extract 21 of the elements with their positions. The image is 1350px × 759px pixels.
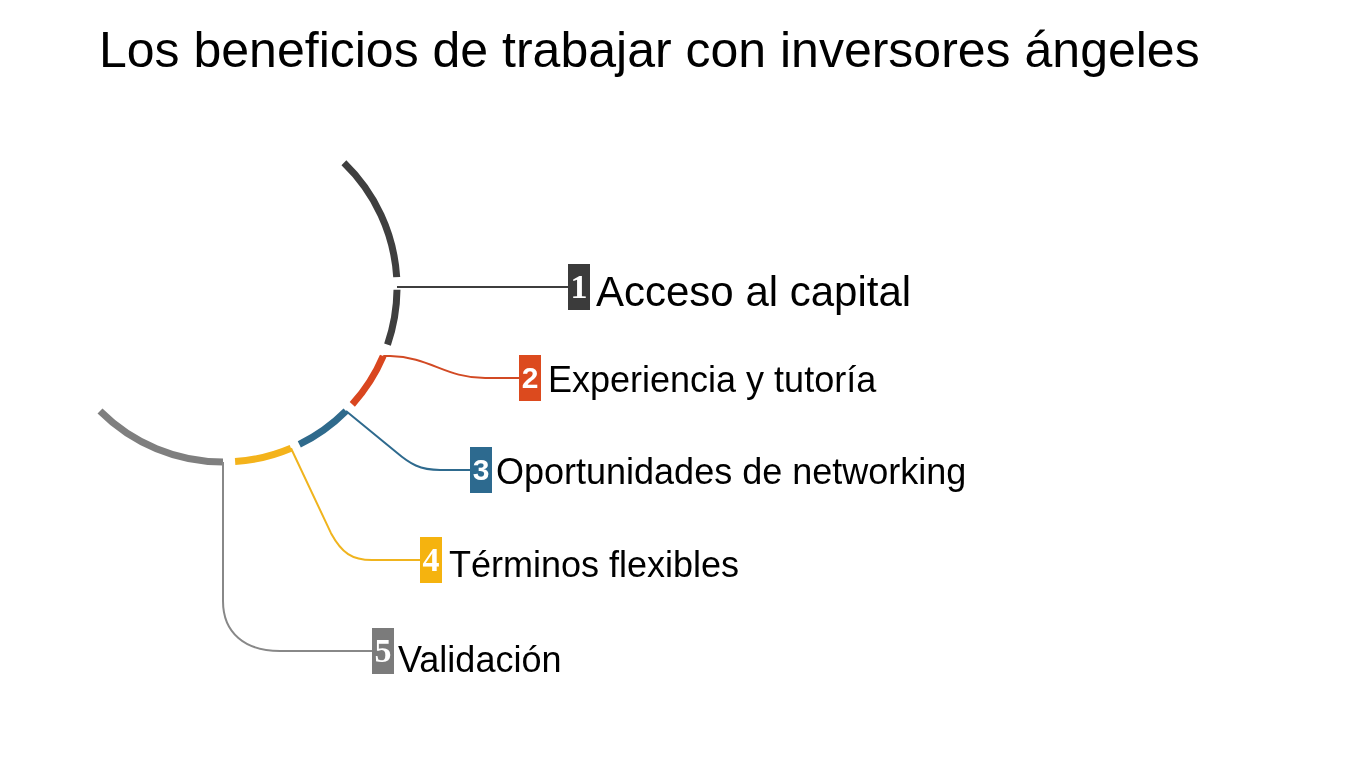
leader-line [396, 286, 569, 289]
item-label: Experiencia y tutoría [548, 362, 877, 398]
arc-segment [340, 159, 401, 349]
item-label: Acceso al capital [596, 271, 912, 313]
leader-line [290, 447, 421, 561]
leader-line [345, 410, 471, 471]
leader-line [382, 355, 520, 379]
arc-segment [234, 444, 293, 466]
number-badge: 1 [568, 264, 590, 310]
number-badge: 2 [519, 355, 541, 401]
number-badge: 4 [420, 537, 442, 583]
number-badge: 5 [372, 628, 394, 674]
arc-segment [349, 354, 387, 407]
number-badge: 3 [470, 447, 492, 493]
item-label: Validación [398, 642, 562, 678]
leader-line [222, 461, 373, 652]
item-label: Oportunidades de networking [496, 454, 967, 490]
item-label: Términos flexibles [449, 547, 740, 583]
title: Los beneficios de trabajar con inversores ángeles [99, 25, 1200, 75]
arc-segment [97, 408, 224, 466]
arc-segment [297, 408, 349, 448]
